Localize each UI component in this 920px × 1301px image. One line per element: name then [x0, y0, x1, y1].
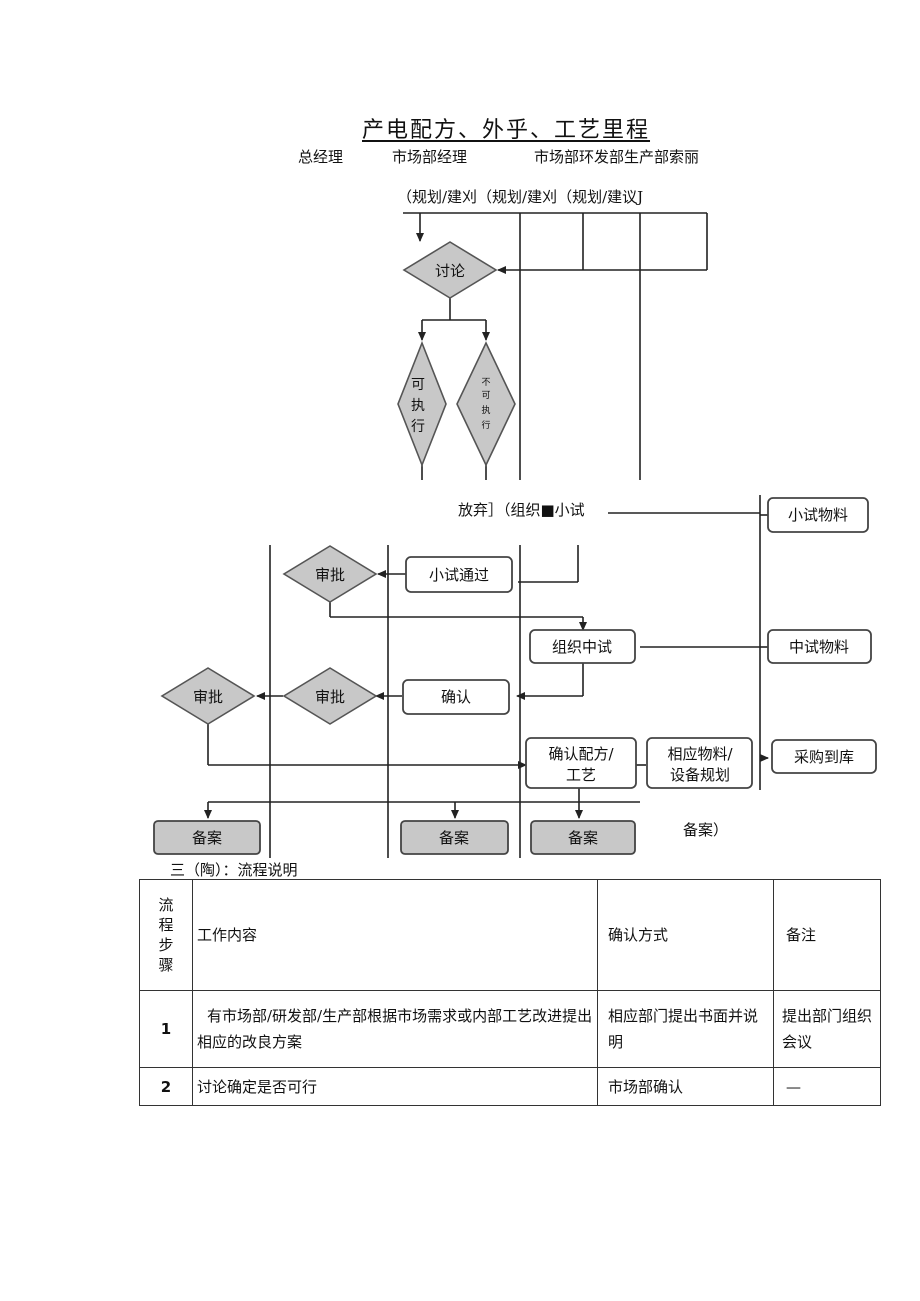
- record-label-2: 备案: [439, 829, 469, 847]
- approve-diamond-3: [160, 667, 256, 725]
- small-test-pass-box: [405, 556, 513, 593]
- approve-diamond-1: [282, 545, 378, 603]
- section-title: 三（陶）：流程说明: [170, 861, 298, 879]
- approve-diamond-2: [282, 667, 378, 725]
- document-title: 产电配方、外乎、工艺里程: [362, 118, 651, 143]
- approve-label-2: 审批: [315, 688, 345, 706]
- not-feasible-diamond: [456, 341, 516, 467]
- purchase-label: 采购到库: [794, 748, 854, 766]
- role-marketing-manager: 市场部经理: [392, 148, 468, 166]
- organize-pilot-label: 组织中试: [552, 638, 612, 656]
- svg-text:行: 行: [411, 419, 425, 435]
- role-departments: 市场部环发部生产部索丽: [534, 148, 700, 166]
- svg-text:可: 可: [481, 390, 490, 401]
- pilot-material-box: [767, 629, 872, 664]
- record-note: 备案）: [683, 821, 729, 839]
- header-step: 流程步骤: [139, 879, 193, 991]
- step-confirm: 相应部门提出书面并说明: [597, 990, 774, 1068]
- purchase-box: [771, 739, 877, 774]
- discuss-label: 讨论: [435, 262, 465, 280]
- confirm-box: [402, 679, 510, 715]
- pilot-material-label: 中试物料: [789, 638, 849, 656]
- svg-text:行: 行: [481, 419, 490, 431]
- svg-text:确认配方/: 确认配方/: [548, 745, 614, 763]
- table-row: 2 讨论确定是否可行 市场部确认 —: [139, 1067, 881, 1106]
- table-header-row: 流程步骤 工作内容 确认方式 备注: [139, 879, 881, 991]
- svg-text:设备规划: 设备规划: [670, 766, 730, 784]
- header-content: 工作内容: [192, 879, 598, 991]
- small-test-material-label: 小试物料: [788, 506, 848, 524]
- svg-text:可: 可: [411, 377, 425, 393]
- process-table: 流程步骤 工作内容 确认方式 备注 1 有市场部/研发部/生产部根据市场需求或内…: [139, 879, 881, 1106]
- header-confirm: 确认方式: [597, 879, 774, 991]
- record-label-1: 备案: [192, 829, 222, 847]
- abandon-organize-label: 放弃］（组织■小试: [458, 501, 585, 519]
- organize-pilot-box: [529, 629, 636, 664]
- approve-label-1: 审批: [315, 566, 345, 584]
- role-general-manager: 总经理: [298, 148, 344, 166]
- record-label-3: 备案: [568, 829, 598, 847]
- feasible-diamond: [397, 340, 447, 468]
- record-box-1: [153, 820, 261, 855]
- step-confirm: 市场部确认: [597, 1067, 774, 1106]
- step-content: 有市场部/研发部/生产部根据市场需求或内部工艺改进提出相应的改良方案: [192, 990, 598, 1068]
- step-number: 2: [139, 1067, 193, 1106]
- small-test-pass-label: 小试通过: [429, 566, 489, 584]
- step-note: 提出部门组织会议: [773, 990, 881, 1068]
- discuss-diamond: [402, 241, 498, 299]
- step-content: 讨论确定是否可行: [192, 1067, 598, 1106]
- confirm-formula-box: [525, 737, 637, 789]
- step-number: 1: [139, 990, 193, 1068]
- header-note: 备注: [773, 879, 881, 991]
- approve-label-3: 审批: [193, 688, 223, 706]
- small-test-material-box: [767, 497, 869, 533]
- planning-label: （规划/建刈（规划/建刈（规划/建议J: [397, 188, 644, 206]
- svg-text:执: 执: [411, 398, 425, 414]
- material-plan-box: [646, 737, 753, 789]
- record-box-2: [400, 820, 509, 855]
- record-box-3: [530, 820, 636, 855]
- table-row: 1 有市场部/研发部/生产部根据市场需求或内部工艺改进提出相应的改良方案 相应部…: [139, 990, 881, 1068]
- svg-text:相应物料/: 相应物料/: [667, 745, 733, 763]
- confirm-label: 确认: [441, 688, 471, 706]
- svg-text:执: 执: [481, 404, 490, 416]
- step-note: —: [773, 1067, 881, 1106]
- svg-text:不: 不: [481, 377, 490, 388]
- svg-text:工艺: 工艺: [566, 766, 596, 784]
